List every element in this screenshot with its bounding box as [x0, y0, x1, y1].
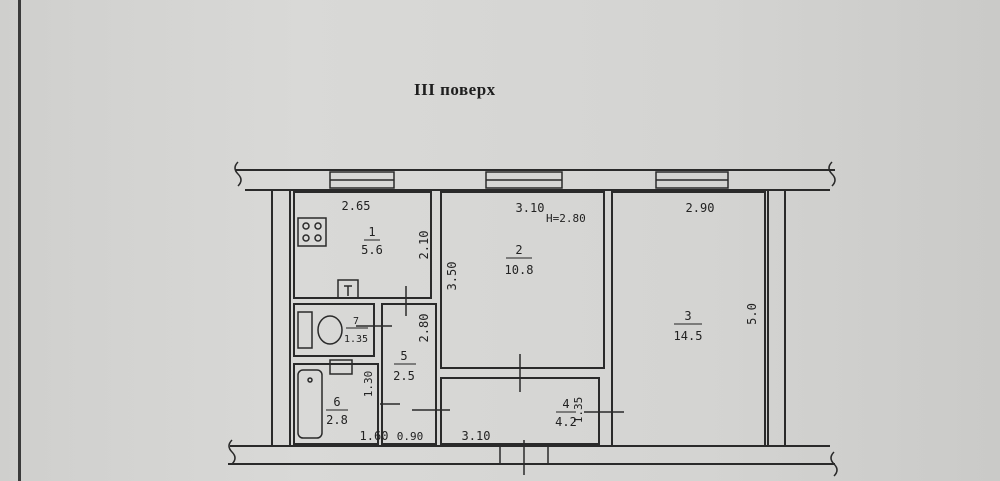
- dim-kitchen-depth: 2.10: [417, 231, 431, 260]
- break-marks: [228, 161, 838, 477]
- dim-room2-depth: 3.50: [445, 262, 459, 291]
- room-6-number: 6: [333, 395, 340, 409]
- dim-kitchen-width: 2.65: [342, 199, 371, 213]
- room-5-corridor: [381, 303, 437, 445]
- dim-room2-width: 3.10: [516, 201, 545, 215]
- stove-icon: [297, 217, 327, 247]
- dim-bath-depth: 1.30: [362, 371, 375, 398]
- room-5-number: 5: [400, 349, 407, 363]
- room-3: [611, 191, 766, 447]
- dim-corridor-depth: 2.80: [417, 314, 431, 343]
- room-6-bathroom: [293, 363, 379, 445]
- dim-bath-width: 1.60: [360, 429, 389, 443]
- room-6-area: 2.8: [326, 413, 348, 427]
- room-2: [440, 191, 605, 369]
- dim-passage-width: 0.90: [397, 430, 424, 443]
- door-marks: [356, 286, 624, 413]
- dim-room3-depth: 5.0: [745, 303, 759, 325]
- room-3-area: 14.5: [674, 329, 703, 343]
- washbasin-icon: [329, 359, 353, 375]
- ceiling-height: H=2.80: [546, 212, 586, 225]
- room-2-area: 10.8: [505, 263, 534, 277]
- room-1-area: 5.6: [361, 243, 383, 257]
- window-room-2: [485, 171, 563, 189]
- room-2-number: 2: [515, 243, 522, 257]
- kitchen-sink-icon: [337, 279, 359, 299]
- room-7-number: 7: [353, 316, 359, 327]
- page-margin-line: [18, 0, 21, 481]
- room-1-kitchen: [293, 191, 432, 299]
- room-4-area: 4.2: [555, 415, 577, 429]
- toilet-icon: [297, 311, 343, 349]
- dim-room3-width: 2.90: [686, 201, 715, 215]
- bathtub-icon: [297, 369, 323, 439]
- room-7-wc: [293, 303, 375, 357]
- entrance-door: [499, 440, 549, 475]
- room-4-number: 4: [562, 397, 569, 411]
- room-1-number: 1: [368, 225, 375, 239]
- window-kitchen: [329, 171, 395, 189]
- room-7-area: 1.35: [344, 334, 368, 345]
- room-3-number: 3: [684, 309, 691, 323]
- room-5-area: 2.5: [393, 369, 415, 383]
- dim-hall-width: 3.10: [462, 429, 491, 443]
- dim-hall-depth: 1.35: [572, 397, 585, 424]
- floor-title: III поверх: [414, 80, 496, 99]
- window-room-3: [655, 171, 729, 189]
